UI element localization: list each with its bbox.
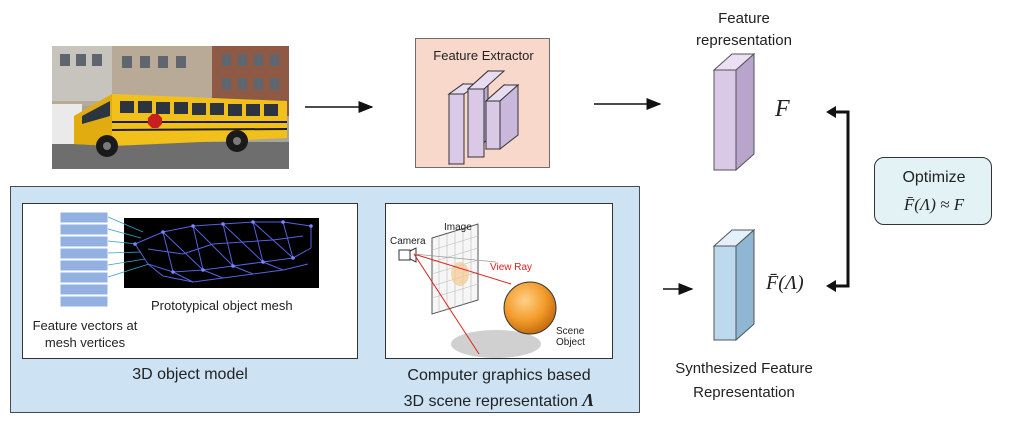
- feature-extractor-box: Feature Extractor: [415, 38, 550, 168]
- cnn-layers-icon: [447, 69, 520, 165]
- school-bus-photo: [52, 46, 289, 169]
- graphics-caption: Computer graphics based 3D scene represe…: [370, 364, 628, 414]
- image-label: Image: [444, 222, 472, 233]
- optimize-box: Optimize F̄(Λ) ≈ F: [874, 157, 992, 225]
- optimize-bracket: [830, 110, 850, 288]
- graphics-box: Camera Image View Ray Scene Object: [385, 203, 613, 359]
- graphics-caption-line2-text: 3D scene representation: [403, 393, 578, 410]
- rendering-scene-illustration: [398, 223, 557, 358]
- feature-representation-label: Feature representation: [696, 10, 792, 49]
- lambda-symbol: Λ: [582, 390, 595, 410]
- mesh-label: Prototypical object mesh: [151, 298, 293, 313]
- synth-symbol: F̄(Λ): [766, 272, 804, 294]
- optimize-title: Optimize: [902, 169, 966, 186]
- feature-vectors-stack: [59, 211, 319, 308]
- view-ray-label: View Ray: [490, 262, 533, 273]
- graphics-caption-line1: Computer graphics based: [407, 367, 591, 384]
- graphics-caption-line2: 3D scene representation Λ: [370, 388, 628, 414]
- feature-symbol: F: [775, 96, 790, 122]
- feature-vectors-label: Feature vectors at mesh vertices: [32, 318, 138, 350]
- feature-extractor-label: Feature Extractor: [433, 48, 534, 63]
- feature-prism-top: [712, 52, 756, 172]
- synth-label: Synthesized Feature Representation: [675, 360, 813, 401]
- object-model-box: Prototypical object mesh Feature vectors…: [22, 203, 358, 359]
- model-caption: 3D object model: [132, 366, 248, 383]
- camera-label: Camera: [390, 236, 426, 247]
- optimize-formula: F̄(Λ) ≈ F: [903, 195, 965, 214]
- feature-prism-synthesized: [712, 228, 756, 342]
- scene-object-label: Scene Object: [556, 326, 585, 348]
